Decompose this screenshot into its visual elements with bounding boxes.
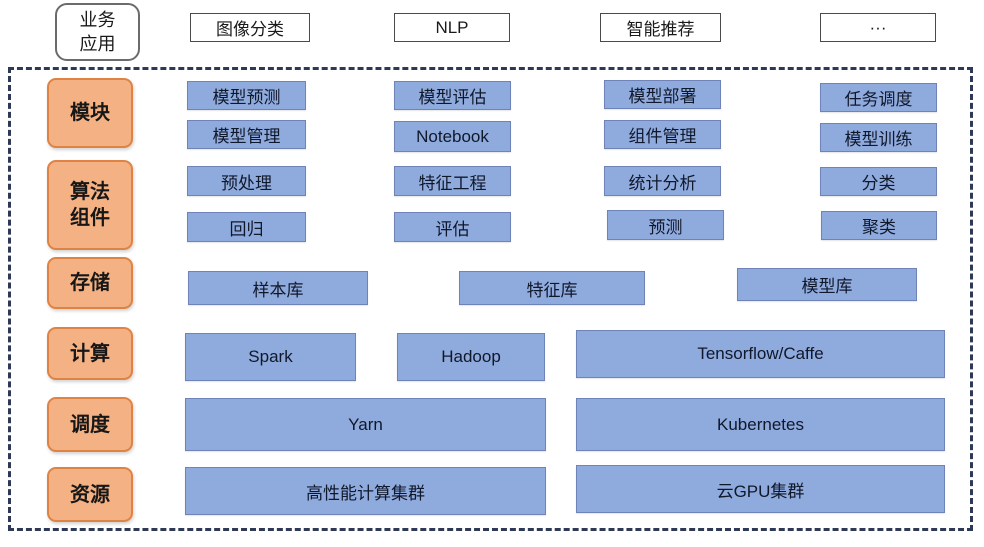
box-hadoop: Hadoop — [397, 333, 545, 381]
layer-label-storage: 存储 — [47, 257, 133, 309]
box-hpc-cluster: 高性能计算集群 — [185, 467, 546, 515]
algorithm-label-line1: 算法 — [70, 181, 110, 203]
box-statistical-analysis: 统计分析 — [604, 166, 721, 196]
business-application-label: 业务 应用 — [55, 3, 140, 61]
layer-label-resources: 资源 — [47, 467, 133, 522]
box-model-manage: 模型管理 — [187, 120, 306, 149]
box-preprocess: 预处理 — [187, 166, 306, 196]
box-cloud-gpu-cluster: 云GPU集群 — [576, 465, 945, 513]
box-sample-store: 样本库 — [188, 271, 368, 305]
layer-label-compute: 计算 — [47, 327, 133, 380]
algorithm-label-line2: 组件 — [70, 207, 110, 229]
box-yarn: Yarn — [185, 398, 546, 451]
business-application-line2: 应用 — [79, 34, 116, 54]
layer-label-algorithm-components: 算法 组件 — [47, 160, 133, 250]
box-spark: Spark — [185, 333, 356, 381]
box-feature-engineering: 特征工程 — [394, 166, 511, 196]
app-box-image-classification: 图像分类 — [190, 13, 310, 42]
business-application-line1: 业务 — [79, 9, 116, 30]
box-prediction: 预测 — [607, 210, 724, 240]
box-model-deploy: 模型部署 — [604, 80, 721, 109]
box-model-evaluate: 模型评估 — [394, 81, 511, 110]
platform-boundary — [8, 67, 973, 531]
box-classification: 分类 — [820, 167, 937, 196]
box-model-predict: 模型预测 — [187, 81, 306, 110]
box-clustering: 聚类 — [821, 211, 937, 240]
app-box-smart-recommendation: 智能推荐 — [600, 13, 721, 42]
box-tensorflow-caffe: Tensorflow/Caffe — [576, 330, 945, 378]
box-component-manage: 组件管理 — [604, 120, 721, 149]
box-model-store: 模型库 — [737, 268, 917, 301]
box-model-train: 模型训练 — [820, 123, 937, 152]
app-box-nlp: NLP — [394, 13, 510, 42]
layer-label-modules: 模块 — [47, 78, 133, 148]
layer-label-scheduling: 调度 — [47, 397, 133, 452]
box-feature-store: 特征库 — [459, 271, 645, 305]
box-regression: 回归 — [187, 212, 306, 242]
box-notebook: Notebook — [394, 121, 511, 152]
box-evaluation: 评估 — [394, 212, 511, 242]
app-box-more: ··· — [820, 13, 936, 42]
box-kubernetes: Kubernetes — [576, 398, 945, 451]
box-task-schedule: 任务调度 — [820, 83, 937, 112]
